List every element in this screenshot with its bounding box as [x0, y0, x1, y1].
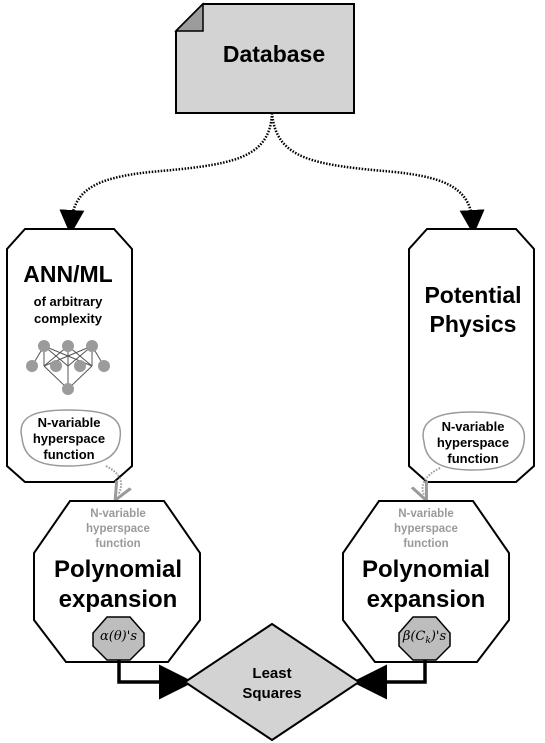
connector-physics-to-poly	[423, 467, 441, 495]
potential-physics-box: Potential Physics N-variable hyperspace …	[408, 228, 535, 483]
physics-bubble-line1: N-variable	[442, 419, 505, 434]
right-poly-caption-3: function	[403, 538, 448, 550]
ann-ml-title: ANN/ML	[23, 261, 112, 287]
ann-bubble-line1: N-variable	[38, 415, 101, 430]
left-poly-title-2: expansion	[59, 586, 178, 613]
ann-bubble-line2: hyperspace	[33, 431, 105, 446]
left-poly-title-1: Polynomial	[54, 556, 182, 583]
least-squares-node: Least Squares	[183, 622, 361, 742]
physics-title-1: Potential	[424, 282, 521, 308]
physics-bubble-line2: hyperspace	[437, 435, 509, 450]
least-squares-line2: Squares	[242, 685, 301, 702]
database-node: Database	[174, 2, 355, 114]
left-coef-badge	[92, 616, 145, 661]
right-poly-caption-1: N-variable	[398, 508, 454, 520]
left-poly-caption-1: N-variable	[90, 508, 146, 520]
physics-bubble-line3: function	[447, 451, 498, 466]
right-poly-title-1: Polynomial	[362, 556, 490, 583]
physics-bubble	[422, 411, 526, 471]
left-coef-label: α(θ)'s	[100, 629, 137, 644]
ann-ml-box: ANN/ML of arbitrary complexity	[6, 228, 133, 483]
database-label: Database	[223, 41, 325, 67]
connector-ann-to-poly	[105, 465, 121, 495]
neural-network-icon	[26, 340, 110, 395]
physics-title-2: Physics	[430, 311, 517, 337]
database-connectors	[59, 112, 485, 235]
least-squares-line1: Least	[252, 665, 291, 682]
ann-ml-subtitle-1: of arbitrary	[34, 294, 103, 309]
right-coef-badge	[398, 616, 451, 661]
left-poly-caption-3: function	[95, 538, 140, 550]
right-poly-caption-2: hyperspace	[394, 523, 458, 535]
right-polynomial-box: N-variable hyperspace function Polynomia…	[342, 500, 510, 663]
connector-to-physics	[270, 112, 485, 235]
ann-ml-subtitle-2: complexity	[34, 311, 103, 326]
ann-bubble-line3: function	[43, 447, 94, 462]
connector-right-to-ls	[352, 660, 427, 700]
right-poly-title-2: expansion	[367, 586, 486, 613]
connector-to-ann	[59, 112, 274, 235]
right-coef-label: β(Ck)'s	[402, 629, 447, 646]
connector-left-to-ls	[117, 660, 194, 700]
ann-bubble	[20, 409, 122, 467]
left-polynomial-box: N-variable hyperspace function Polynomia…	[33, 500, 201, 663]
left-poly-caption-2: hyperspace	[86, 523, 150, 535]
